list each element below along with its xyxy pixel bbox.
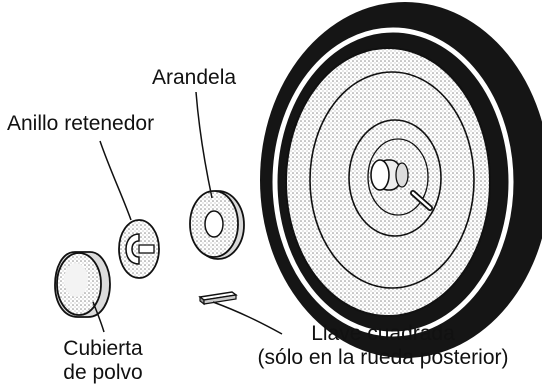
label-cubierta-de-polvo: Cubierta de polvo [38, 337, 168, 385]
rim-lip [309, 71, 475, 289]
leader-anillo [99, 140, 132, 221]
washer [189, 190, 245, 260]
wheel [260, 2, 542, 358]
leader-arandela [195, 91, 213, 199]
label-anillo-retenedor: Anillo retenedor [7, 112, 155, 135]
leader-cubierta [92, 301, 105, 333]
retaining-ring [118, 219, 160, 279]
label-llave-cuadrada: Llave cuadrada (sólo en la rueda posteri… [228, 322, 538, 370]
leader-lines [92, 91, 283, 335]
hub-inner [367, 138, 429, 216]
label-llave-line1: Llave cuadrada [311, 322, 455, 345]
valve-stem [410, 190, 433, 211]
square-key [198, 291, 238, 306]
label-cubierta-line2: de polvo [63, 361, 143, 385]
label-llave-line2: (sólo en la rueda posterior) [257, 346, 509, 370]
tire-white-ring [272, 27, 514, 337]
label-cubierta-line1: Cubierta [63, 337, 143, 360]
label-arandela: Arandela [152, 66, 237, 89]
leader-llave [212, 301, 283, 335]
axle [370, 159, 409, 191]
dust-cap [54, 251, 111, 318]
